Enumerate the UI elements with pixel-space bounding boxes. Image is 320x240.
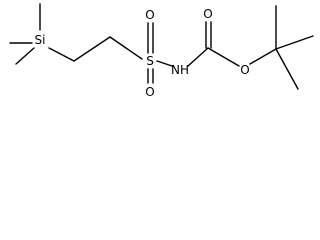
bond-si-ch2 [48, 47, 75, 62]
bond-ch2-s [109, 36, 143, 60]
bond-s-n [156, 60, 173, 67]
atom-label-si: Si [35, 33, 46, 47]
atom-label-o-sulfonyl-bottom: O [145, 85, 154, 99]
bond-cquat-methyl-right [275, 35, 314, 50]
atom-label-o-sulfonyl-top: O [145, 8, 154, 22]
bond-cquat-methyl-bottom [275, 48, 299, 90]
bond-n-c [187, 47, 209, 67]
atom-label-s: S [146, 54, 154, 68]
bond-o-cquat [249, 48, 277, 65]
bond-si-methyl-bottom [15, 47, 35, 65]
chemical-structure-diagram: Si S O O NH O O [9, 3, 314, 99]
atom-label-nh: NH [171, 63, 189, 77]
atom-label-o-carbonyl: O [203, 7, 212, 21]
atom-label-o-ester: O [240, 63, 249, 77]
bond-c-o-ester [207, 47, 240, 67]
bond-ch2-ch2 [73, 36, 111, 62]
